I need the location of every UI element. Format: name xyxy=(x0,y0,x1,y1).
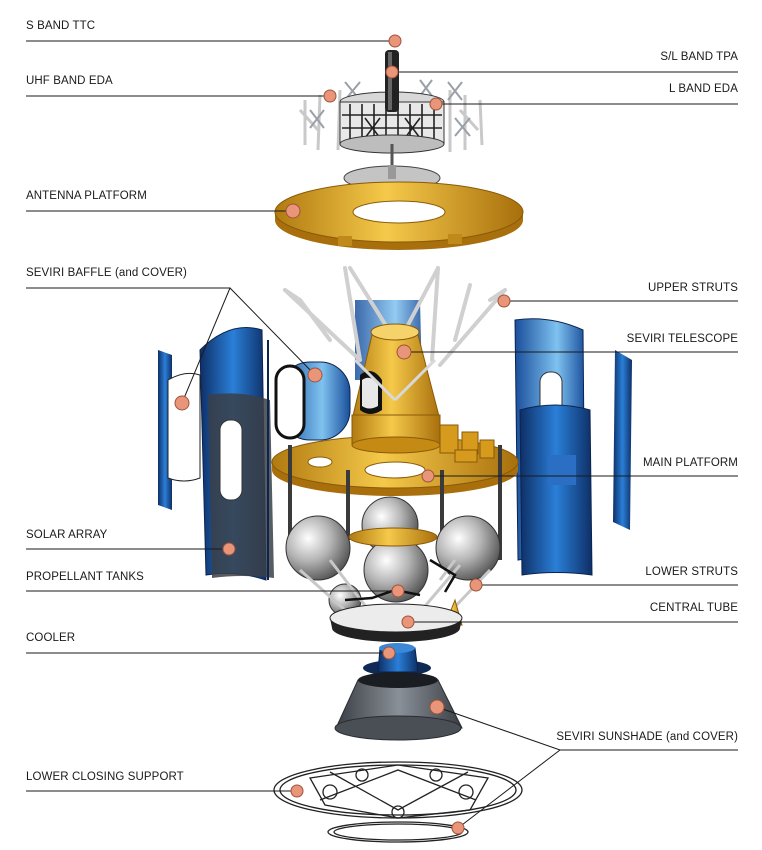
marker-propellant-tanks xyxy=(391,584,405,598)
main-platform-disc xyxy=(271,424,519,496)
label-sl-band-tpa: S/L BAND TPA xyxy=(660,51,738,63)
label-s-band-ttc: S BAND TTC xyxy=(26,20,96,32)
propellant-tanks xyxy=(285,496,501,617)
tank-platform xyxy=(348,527,438,547)
solar-array-left xyxy=(158,327,274,581)
marker-seviri-telescope xyxy=(396,344,412,360)
marker-central-tube xyxy=(401,615,415,629)
marker-s-band-ttc xyxy=(388,34,402,48)
label-lower-struts: LOWER STRUTS xyxy=(645,566,738,578)
callout-markers xyxy=(174,34,511,835)
seviri-sunshade xyxy=(334,672,463,741)
lower-closing-support xyxy=(273,761,523,843)
label-lower-closing-support: LOWER CLOSING SUPPORT xyxy=(26,771,184,783)
marker-l-band-eda xyxy=(429,97,443,111)
label-antenna-platform: ANTENNA PLATFORM xyxy=(26,190,147,202)
label-seviri-telescope: SEVIRI TELESCOPE xyxy=(626,333,738,345)
label-upper-struts: UPPER STRUTS xyxy=(647,282,738,294)
label-seviri-baffle: SEVIRI BAFFLE (and COVER) xyxy=(26,267,187,279)
marker-cooler xyxy=(382,646,396,660)
lower-closing-plate xyxy=(329,603,463,642)
marker-upper-struts xyxy=(497,294,511,308)
label-central-tube: CENTRAL TUBE xyxy=(649,602,738,614)
label-main-platform: MAIN PLATFORM xyxy=(642,457,738,469)
cooler xyxy=(363,643,431,676)
label-solar-array: SOLAR ARRAY xyxy=(26,529,108,541)
sl-band-tpa-mast xyxy=(385,50,399,168)
marker-sunshade-cover xyxy=(451,821,465,835)
marker-antenna-platform xyxy=(285,203,301,219)
leader-lines xyxy=(26,40,738,829)
marker-seviri-sunshade xyxy=(429,699,445,715)
marker-lower-closing-support xyxy=(290,784,304,798)
marker-lower-struts xyxy=(469,578,483,592)
lower-struts-dark xyxy=(344,558,457,602)
label-seviri-sunshade: SEVIRI SUNSHADE (and COVER) xyxy=(556,731,738,743)
marker-seviri-baffle xyxy=(174,395,190,411)
marker-main-platform xyxy=(421,469,435,483)
label-cooler: COOLER xyxy=(26,632,76,644)
marker-solar-array xyxy=(222,542,236,556)
telescope-struts xyxy=(353,358,437,402)
marker-sl-band-tpa xyxy=(385,65,399,79)
label-uhf-band-eda: UHF BAND EDA xyxy=(26,75,113,87)
seviri-baffle xyxy=(274,361,351,441)
label-l-band-eda: L BAND EDA xyxy=(669,83,738,95)
solar-array-right xyxy=(514,318,632,576)
marker-baffle-cover xyxy=(307,367,323,383)
antenna-platform-disc xyxy=(274,181,524,250)
label-propellant-tanks: PROPELLANT TANKS xyxy=(26,571,144,583)
marker-uhf-band-eda xyxy=(323,89,337,103)
